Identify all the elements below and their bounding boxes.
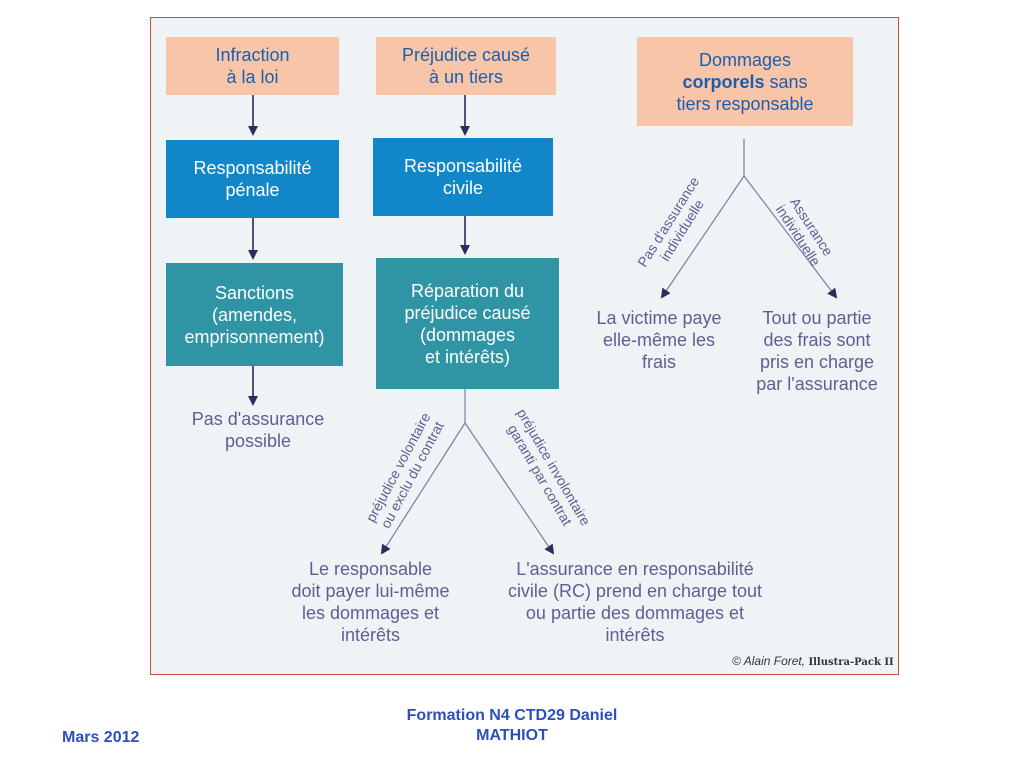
responsable-paye-text: Le responsable doit payer lui-même les d… [291,559,450,645]
responsabilite-civile-box: Responsabilité civile [373,138,553,216]
sanctions-label: Sanctions (amendes, emprisonnement) [184,282,325,347]
dommages-label: Dommages [698,49,792,70]
branch-arrow-pas-assurance [660,175,745,299]
branch-arrow-volontaire [380,422,466,555]
credit-author: © Alain Foret, [732,654,806,668]
corporels-bold-label: corporels [682,71,765,92]
responsabilite-penale-label: Responsabilité pénale [193,158,312,200]
credit-brand: Illustra-Pack II [808,657,894,668]
footer-date: Mars 2012 [62,729,140,746]
copyright-credit: © Alain Foret, Illustra-Pack II [732,654,894,668]
sans-label: sans [764,71,808,92]
assurance-rc-text: L'assurance en responsabilité civile (RC… [507,559,763,645]
branch-arrow-involontaire [464,422,555,555]
victime-paye-text: La victime paye elle-même les frais [596,308,722,372]
infraction-label: Infraction à la loi [215,45,290,87]
prejudice-tiers-label: Préjudice causé à un tiers [401,45,531,87]
infraction-box: Infraction à la loi [166,37,339,95]
dommages-corporels-box: Dommages corporels sans tiers responsabl… [637,37,853,126]
branch-arrow-assurance [743,175,838,299]
responsabilite-penale-box: Responsabilité pénale [166,140,339,218]
footer-title: Formation N4 CTD29 Daniel MATHIOT [406,707,618,744]
reparation-box: Réparation du préjudice causé (dommages … [376,258,559,389]
sanctions-box: Sanctions (amendes, emprisonnement) [166,263,343,366]
prise-en-charge-text: Tout ou partie des frais sont pris en ch… [756,308,878,394]
prejudice-tiers-box: Préjudice causé à un tiers [376,37,556,95]
reparation-label: Réparation du préjudice causé (dommages … [404,280,531,367]
responsabilite-civile-label: Responsabilité civile [403,156,523,198]
tiers-responsable-label: tiers responsable [676,93,814,114]
pas-assurance-possible-text: Pas d'assurance possible [191,409,325,451]
